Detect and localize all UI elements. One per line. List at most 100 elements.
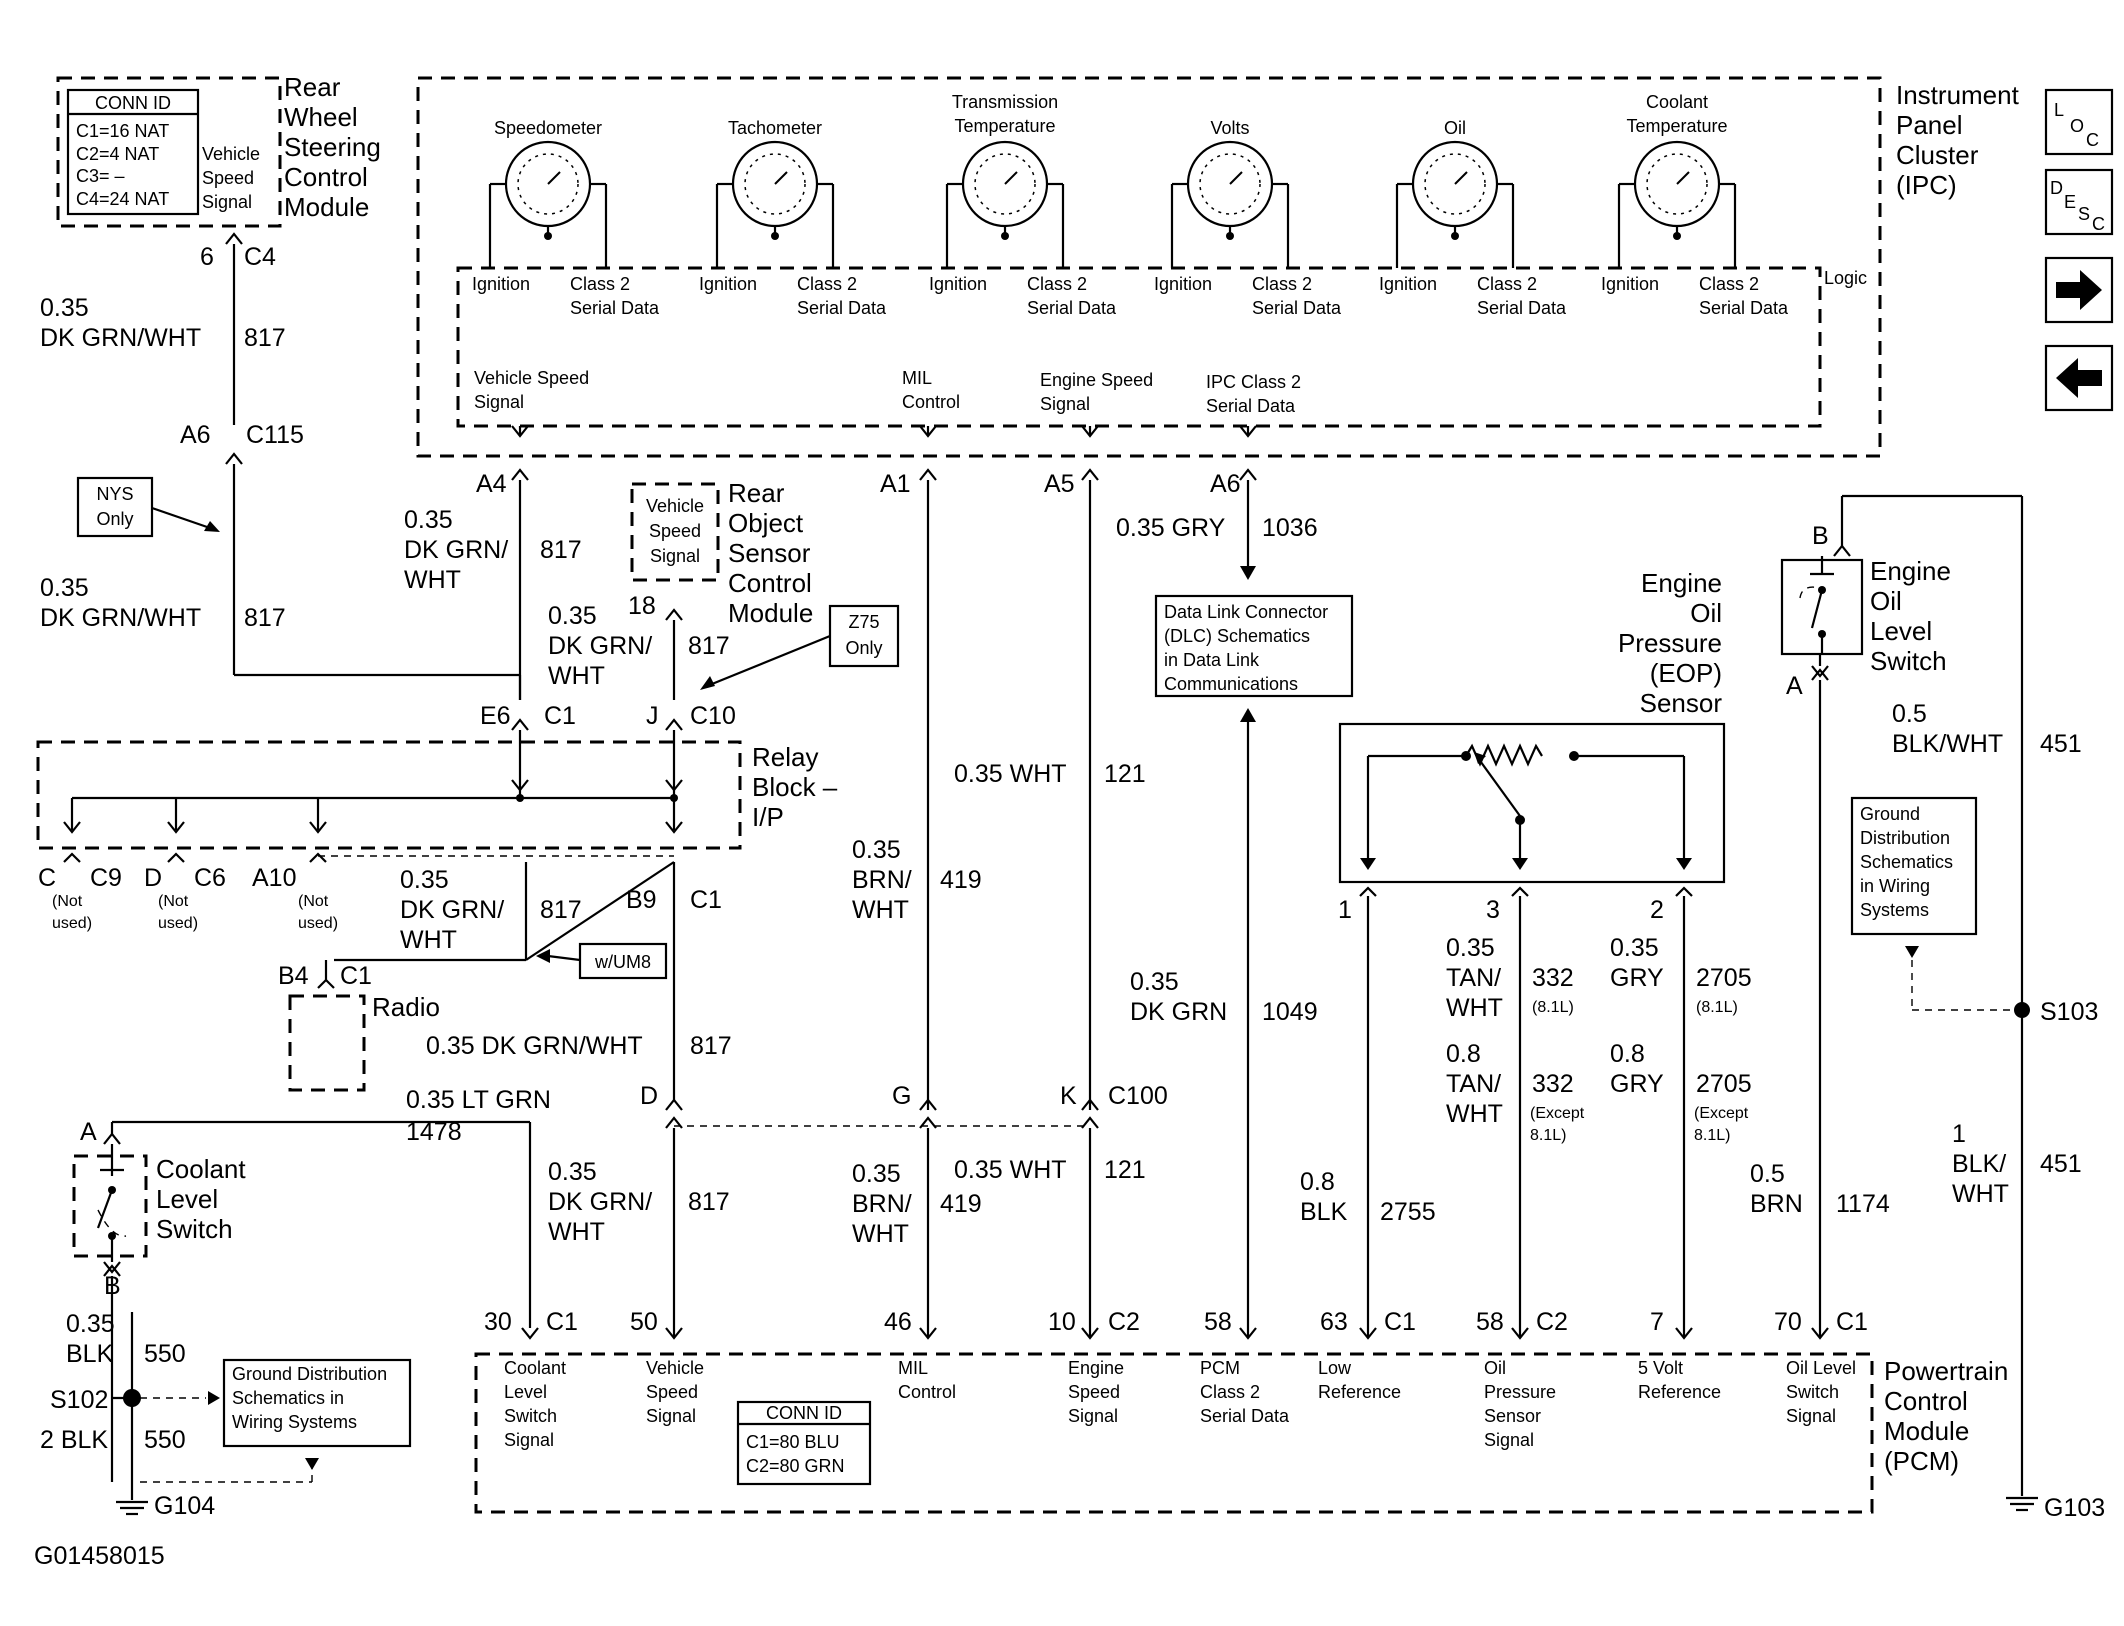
svg-text:DK GRN/: DK GRN/ <box>404 536 508 564</box>
pcm-signal-0: Switch <box>504 1406 557 1426</box>
coolant-level-switch: 0.35 LT GRN 1478 A Coolant Level Switch … <box>40 1086 578 1520</box>
rwsm-sig-2: Speed <box>202 168 254 188</box>
svg-text:DK GRN/: DK GRN/ <box>548 632 652 660</box>
svg-text:WHT: WHT <box>548 1218 605 1246</box>
pcm-signal-6: Oil <box>1484 1358 1506 1378</box>
svg-text:419: 419 <box>940 866 982 894</box>
ignition-label: Ignition <box>472 274 530 294</box>
gauge-title: Temperature <box>1626 116 1727 136</box>
svg-text:0.8: 0.8 <box>1610 1040 1645 1068</box>
ground-distribution-link-1[interactable] <box>222 1358 412 1448</box>
svg-text:C2: C2 <box>1536 1308 1568 1336</box>
svg-text:Control: Control <box>1884 1386 1968 1416</box>
svg-text:D: D <box>144 864 162 892</box>
svg-text:Module: Module <box>728 598 813 628</box>
class2-label: Serial Data <box>570 298 660 318</box>
rwsm-sig-1: Vehicle <box>202 144 260 164</box>
class2-label: Class 2 <box>1252 274 1312 294</box>
ipc-signal-labels: Vehicle Speed Signal MIL Control Engine … <box>474 368 1301 416</box>
svg-text:B4: B4 <box>278 962 309 990</box>
svg-text:G: G <box>892 1082 911 1110</box>
dlc-box[interactable] <box>1154 594 1354 698</box>
pcm-signal-1: Signal <box>646 1406 696 1426</box>
rwsm-name-2: Wheel <box>284 102 358 132</box>
svg-text:Level: Level <box>156 1184 218 1214</box>
svg-text:3: 3 <box>1486 896 1500 924</box>
svg-text:L: L <box>2054 100 2064 120</box>
svg-text:Engine Speed: Engine Speed <box>1040 370 1153 390</box>
ipc-name-1: Instrument <box>1896 80 2020 110</box>
gauge-title: Transmission <box>952 92 1058 112</box>
back-arrow-button[interactable] <box>2044 344 2114 412</box>
svg-text:WHT: WHT <box>548 662 605 690</box>
pcm-signal-7: Reference <box>1638 1382 1721 1402</box>
svg-text:8.1L): 8.1L) <box>1530 1127 1566 1144</box>
svg-text:(EOP): (EOP) <box>1650 658 1722 688</box>
ipc-logic: Logic <box>1824 268 1867 288</box>
svg-text:D: D <box>640 1082 658 1110</box>
svg-text:0.35 WHT: 0.35 WHT <box>954 760 1067 788</box>
ignition-label: Ignition <box>1601 274 1659 294</box>
wire-817-rwsm: 6 C4 0.35 DK GRN/WHT 817 A6 C115 0.35 DK… <box>40 232 522 700</box>
pcm-signal-4: Serial Data <box>1200 1406 1290 1426</box>
pcm-signal-labels: CoolantLevelSwitchSignalVehicleSpeedSign… <box>504 1358 1856 1450</box>
rwsm-name-4: Control <box>284 162 368 192</box>
svg-text:TAN/: TAN/ <box>1446 964 1501 992</box>
class2-label: Serial Data <box>1027 298 1117 318</box>
gauge-title: Temperature <box>954 116 1055 136</box>
svg-text:Engine: Engine <box>1641 568 1722 598</box>
forward-arrow-button[interactable] <box>2044 256 2114 324</box>
svg-text:Relay: Relay <box>752 742 818 772</box>
svg-text:C: C <box>2092 214 2105 234</box>
svg-text:C6: C6 <box>194 864 226 892</box>
svg-text:58: 58 <box>1204 1308 1232 1336</box>
svg-text:817: 817 <box>688 632 730 660</box>
svg-text:121: 121 <box>1104 1156 1146 1184</box>
rwsm-conn-c2: C2=4 NAT <box>76 144 159 164</box>
svg-text:Sensor: Sensor <box>728 538 811 568</box>
svg-text:Rear: Rear <box>728 478 785 508</box>
svg-text:Coolant: Coolant <box>156 1154 246 1184</box>
svg-text:CONN ID: CONN ID <box>766 1403 842 1423</box>
svg-text:BRN/: BRN/ <box>852 1190 912 1218</box>
class2-label: Class 2 <box>1477 274 1537 294</box>
svg-text:S103: S103 <box>2040 998 2098 1026</box>
svg-text:WHT: WHT <box>1952 1180 2009 1208</box>
svg-text:1: 1 <box>1952 1120 1966 1148</box>
w1-ckt: 817 <box>244 324 286 352</box>
ipc-module: Instrument Panel Cluster (IPC) Logic <box>416 76 2020 458</box>
svg-text:Oil: Oil <box>1690 598 1722 628</box>
svg-text:0.35: 0.35 <box>852 1160 901 1188</box>
svg-text:C1: C1 <box>690 886 722 914</box>
gauge-title: Coolant <box>1646 92 1708 112</box>
svg-text:A1: A1 <box>880 470 911 498</box>
rwsm-conn-c3: C3= – <box>76 166 125 186</box>
loc-button[interactable]: L O C <box>2044 88 2114 156</box>
svg-text:BRN/: BRN/ <box>852 866 912 894</box>
ipc-name-2: Panel <box>1896 110 1963 140</box>
svg-text:Module: Module <box>1884 1416 1969 1446</box>
ground-distribution-link-2[interactable] <box>1850 796 1978 936</box>
ground-g103: 0.5 BLK/WHT 451 Ground Distribution Sche… <box>1850 496 2105 1522</box>
svg-text:1036: 1036 <box>1262 514 1318 542</box>
rwsm-pin: 6 <box>200 243 214 271</box>
svg-text:G103: G103 <box>2044 1494 2105 1522</box>
svg-text:0.35: 0.35 <box>548 1158 597 1186</box>
svg-text:Ground Distribution: Ground Distribution <box>232 1364 387 1384</box>
class2-label: Serial Data <box>1477 298 1567 318</box>
ignition-label: Ignition <box>929 274 987 294</box>
ipc-name-4: (IPC) <box>1896 170 1957 200</box>
svg-text:10: 10 <box>1048 1308 1076 1336</box>
desc-button[interactable]: D E S C <box>2044 168 2114 236</box>
ignition-label: Ignition <box>1379 274 1437 294</box>
svg-text:BLK: BLK <box>66 1340 114 1368</box>
radio-branch: 0.35 DK GRN/ WHT 817 B4 C1 Radio <box>278 861 676 1100</box>
w1b-ckt: 817 <box>244 604 286 632</box>
w1b-color: DK GRN/WHT <box>40 604 201 632</box>
svg-text:0.35 DK GRN/WHT: 0.35 DK GRN/WHT <box>426 1032 643 1060</box>
